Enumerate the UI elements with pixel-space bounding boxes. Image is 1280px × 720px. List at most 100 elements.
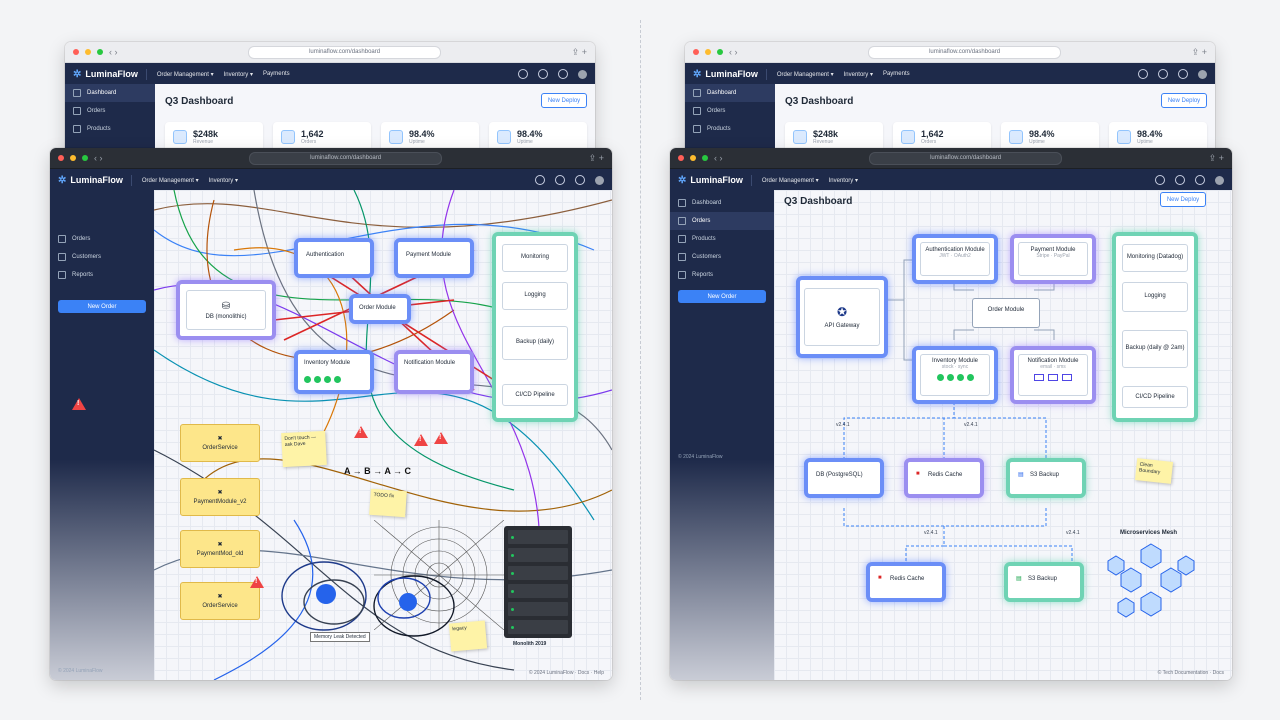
url-bar[interactable]: luminaflow.com/dashboard bbox=[248, 45, 442, 59]
sidebar-item-reports[interactable]: Reports bbox=[670, 266, 774, 284]
new-order-button[interactable]: New Order bbox=[58, 300, 146, 313]
legacy-card[interactable]: ✖PaymentModule_v2 bbox=[180, 478, 260, 516]
url-bar[interactable]: luminaflow.com/dashboard bbox=[249, 151, 443, 165]
sidebar-item-customers[interactable]: Customers bbox=[50, 248, 154, 266]
s3-backup-node[interactable]: ▤ S3 Backup bbox=[1004, 562, 1084, 602]
db-postgres-node[interactable]: DB (PostgreSQL) bbox=[804, 458, 884, 498]
backup-card[interactable]: Backup (daily @ 2am) bbox=[1122, 330, 1188, 368]
avatar[interactable] bbox=[1198, 69, 1207, 79]
new-deploy-button[interactable]: New Deploy bbox=[541, 93, 587, 108]
minimize-dot[interactable] bbox=[690, 155, 696, 161]
logging-card[interactable]: Logging bbox=[1122, 282, 1188, 312]
settings-icon[interactable] bbox=[555, 175, 565, 185]
nav-payments[interactable]: Payments bbox=[262, 71, 290, 77]
share-icon[interactable]: ⇪ + bbox=[571, 46, 587, 57]
auth-module-node[interactable]: Authentication Module JWT · OAuth2 bbox=[912, 234, 998, 284]
new-order-button[interactable]: New Order bbox=[678, 290, 766, 303]
minimize-dot[interactable] bbox=[70, 155, 76, 161]
search-icon[interactable] bbox=[518, 69, 528, 79]
back-icon[interactable]: ‹ › bbox=[714, 153, 723, 163]
nav-inventory[interactable]: Inventory ▾ bbox=[208, 177, 238, 184]
maximize-dot[interactable] bbox=[82, 155, 88, 161]
sidebar-item-orders[interactable]: Orders bbox=[65, 102, 155, 120]
sidebar-item-dashboard[interactable]: Dashboard bbox=[65, 84, 155, 102]
order-module-node[interactable]: Order Module bbox=[349, 294, 411, 324]
inventory-module-node[interactable]: Inventory Module bbox=[294, 350, 374, 394]
url-bar[interactable]: luminaflow.com/dashboard bbox=[869, 151, 1063, 165]
legacy-card[interactable]: ✖OrderService bbox=[180, 424, 260, 462]
nav-inventory[interactable]: Inventory ▾ bbox=[828, 177, 858, 184]
bell-icon[interactable] bbox=[558, 69, 568, 79]
notification-module-node[interactable]: Notification Module bbox=[394, 350, 474, 394]
sidebar-item-products[interactable]: Products bbox=[685, 120, 775, 138]
bell-icon[interactable] bbox=[1178, 69, 1188, 79]
url-bar[interactable]: luminaflow.com/dashboard bbox=[868, 45, 1062, 59]
settings-icon[interactable] bbox=[1175, 175, 1185, 185]
back-icon[interactable]: ‹ › bbox=[109, 47, 118, 57]
s3-backup-node[interactable]: ▤ S3 Backup bbox=[1006, 458, 1086, 498]
payment-module-node[interactable]: Payment Module Stripe · PayPal bbox=[1010, 234, 1096, 284]
back-icon[interactable]: ‹ › bbox=[94, 153, 103, 163]
search-icon[interactable] bbox=[1138, 69, 1148, 79]
monitoring-card[interactable]: Monitoring bbox=[502, 244, 568, 272]
close-dot[interactable] bbox=[678, 155, 684, 161]
sidebar-item-products[interactable]: Products bbox=[65, 120, 155, 138]
new-deploy-button[interactable]: New Deploy bbox=[1161, 93, 1207, 108]
sidebar-item-dashboard[interactable]: Dashboard bbox=[685, 84, 775, 102]
bell-icon[interactable] bbox=[575, 175, 585, 185]
new-deploy-button[interactable]: New Deploy bbox=[1160, 192, 1206, 207]
dashboard-icon bbox=[678, 199, 686, 207]
legacy-card[interactable]: ✖OrderService bbox=[180, 582, 260, 620]
share-icon[interactable]: ⇪ + bbox=[1191, 46, 1207, 57]
nav-inventory[interactable]: Inventory ▾ bbox=[843, 71, 873, 78]
cicd-card[interactable]: CI/CD Pipeline bbox=[1122, 386, 1188, 408]
legacy-card[interactable]: ✖PaymentMod_old bbox=[180, 530, 260, 568]
notification-module-node[interactable]: Notification Module email · sms bbox=[1010, 346, 1096, 404]
maximize-dot[interactable] bbox=[702, 155, 708, 161]
nav-order-management[interactable]: Order Management ▾ bbox=[776, 71, 834, 78]
monitoring-card[interactable]: Monitoring (Datadog) bbox=[1122, 244, 1188, 272]
auth-module-node[interactable]: Authentication bbox=[294, 238, 374, 278]
inventory-module-node[interactable]: Inventory Module stock · sync bbox=[912, 346, 998, 404]
avatar[interactable] bbox=[595, 175, 604, 185]
close-dot[interactable] bbox=[58, 155, 64, 161]
avatar[interactable] bbox=[1215, 175, 1224, 185]
db-monolithic-node[interactable]: ⛁ DB (monolithic) bbox=[176, 280, 276, 340]
share-icon[interactable]: ⇪ + bbox=[1208, 152, 1224, 163]
settings-icon[interactable] bbox=[1158, 69, 1168, 79]
bell-icon[interactable] bbox=[1195, 175, 1205, 185]
nav-order-management[interactable]: Order Management ▾ bbox=[761, 177, 819, 184]
close-dot[interactable] bbox=[73, 49, 79, 55]
sidebar-item-orders[interactable]: Orders bbox=[670, 212, 774, 230]
sidebar-item-orders[interactable]: Orders bbox=[50, 230, 154, 248]
share-icon[interactable]: ⇪ + bbox=[588, 152, 604, 163]
avatar[interactable] bbox=[578, 69, 587, 79]
cicd-card[interactable]: CI/CD Pipeline bbox=[502, 384, 568, 406]
redis-cache-node[interactable]: ■ Redis Cache bbox=[904, 458, 984, 498]
sidebar-item-dashboard[interactable]: Dashboard bbox=[670, 194, 774, 212]
api-gateway-node[interactable]: ✪ API Gateway bbox=[796, 276, 888, 358]
logging-card[interactable]: Logging bbox=[502, 282, 568, 310]
nav-inventory[interactable]: Inventory ▾ bbox=[223, 71, 253, 78]
payment-module-node[interactable]: Payment Module bbox=[394, 238, 474, 278]
search-icon[interactable] bbox=[1155, 175, 1165, 185]
backup-card[interactable]: Backup (daily) bbox=[502, 326, 568, 360]
nav-order-management[interactable]: Order Management ▾ bbox=[141, 177, 199, 184]
close-dot[interactable] bbox=[693, 49, 699, 55]
redis-cache-node[interactable]: ■ Redis Cache bbox=[866, 562, 946, 602]
nav-payments[interactable]: Payments bbox=[882, 71, 910, 77]
minimize-dot[interactable] bbox=[705, 49, 711, 55]
back-icon[interactable]: ‹ › bbox=[729, 47, 738, 57]
maximize-dot[interactable] bbox=[717, 49, 723, 55]
settings-icon[interactable] bbox=[538, 69, 548, 79]
sidebar-item-customers[interactable]: Customers bbox=[670, 248, 774, 266]
gateway-label: API Gateway bbox=[824, 323, 860, 329]
minimize-dot[interactable] bbox=[85, 49, 91, 55]
sidebar-item-products[interactable]: Products bbox=[670, 230, 774, 248]
sidebar-item-orders[interactable]: Orders bbox=[685, 102, 775, 120]
search-icon[interactable] bbox=[535, 175, 545, 185]
sidebar-item-reports[interactable]: Reports bbox=[50, 266, 154, 284]
maximize-dot[interactable] bbox=[97, 49, 103, 55]
nav-order-management[interactable]: Order Management ▾ bbox=[156, 71, 214, 78]
order-module-card[interactable]: Order Module bbox=[972, 298, 1040, 328]
